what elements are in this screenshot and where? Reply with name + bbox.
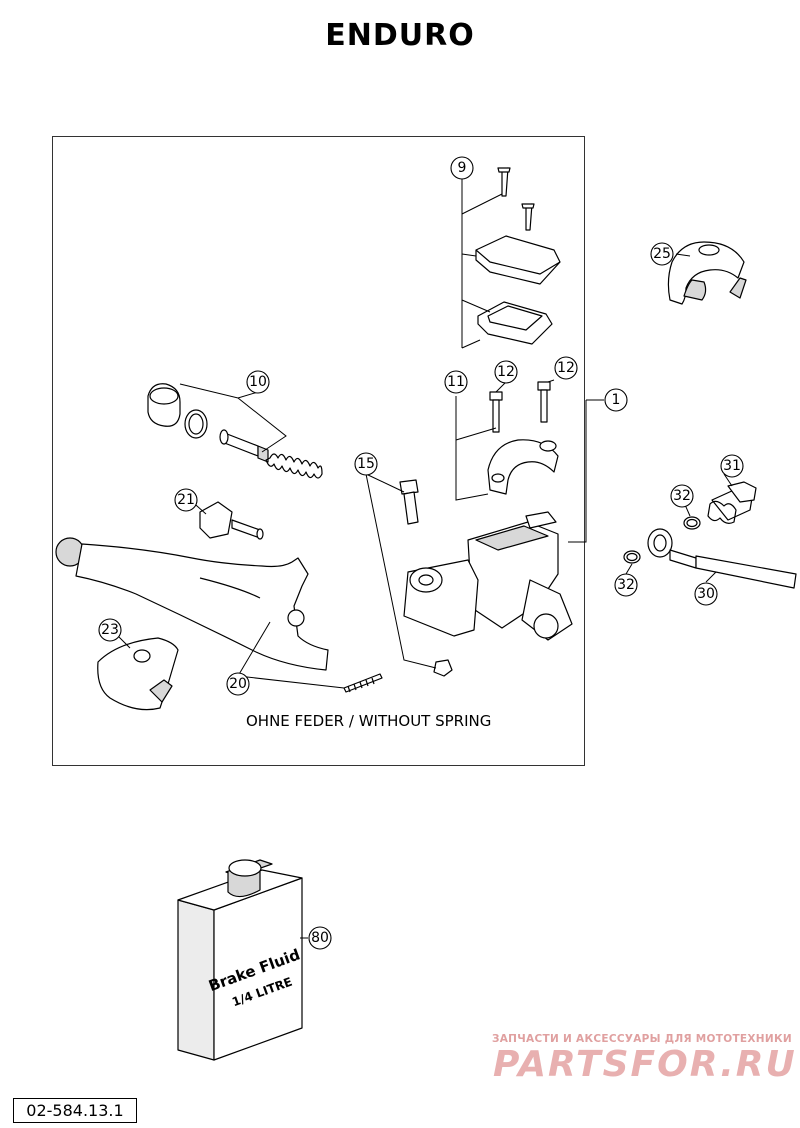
callout-10: 10: [249, 374, 267, 390]
callout-80: 80: [311, 930, 329, 946]
callout-circles: [98, 156, 744, 950]
callout-20: 20: [229, 676, 247, 692]
leader-lines: [113, 178, 733, 939]
part-handlebar-clamp: [487, 381, 559, 495]
part-brake-lever: [55, 537, 383, 693]
callout-30: 30: [697, 586, 715, 602]
callout-1: 1: [612, 392, 621, 408]
part-pivot-bolt: [399, 479, 453, 677]
part-brake-line: [623, 481, 797, 589]
part-brake-fluid-bottle: [177, 859, 303, 1061]
page-title: ENDURO: [325, 18, 475, 53]
callout-21: 21: [177, 492, 195, 508]
callout-25: 25: [653, 246, 671, 262]
callout-23: 23: [101, 622, 119, 638]
part-clamp-top: [667, 241, 747, 305]
callout-15: 15: [357, 456, 375, 472]
watermark-tagline: ЗАПЧАСТИ И АКСЕССУАРЫ ДЛЯ МОТОТЕХНИКИ: [492, 1033, 792, 1045]
part-piston-kit: [147, 383, 323, 479]
callout-12-left: 12: [497, 364, 515, 380]
part-adjuster: [199, 501, 264, 540]
callout-9: 9: [458, 160, 467, 176]
document-number: 02-584.13.1: [13, 1098, 137, 1123]
part-lever-protector: [97, 637, 179, 711]
callout-32-upper: 32: [673, 488, 691, 504]
part-master-cylinder: [403, 511, 573, 641]
callout-11: 11: [447, 374, 465, 390]
without-spring-note: OHNE FEDER / WITHOUT SPRING: [246, 712, 492, 730]
watermark-logo: PARTSFOR.RU: [493, 1044, 797, 1085]
callout-32-lower: 32: [617, 577, 635, 593]
callout-31: 31: [723, 458, 741, 474]
assembly-frame: [52, 136, 585, 766]
callout-12-right: 12: [557, 360, 575, 376]
part-reservoir-cover: [475, 167, 561, 345]
